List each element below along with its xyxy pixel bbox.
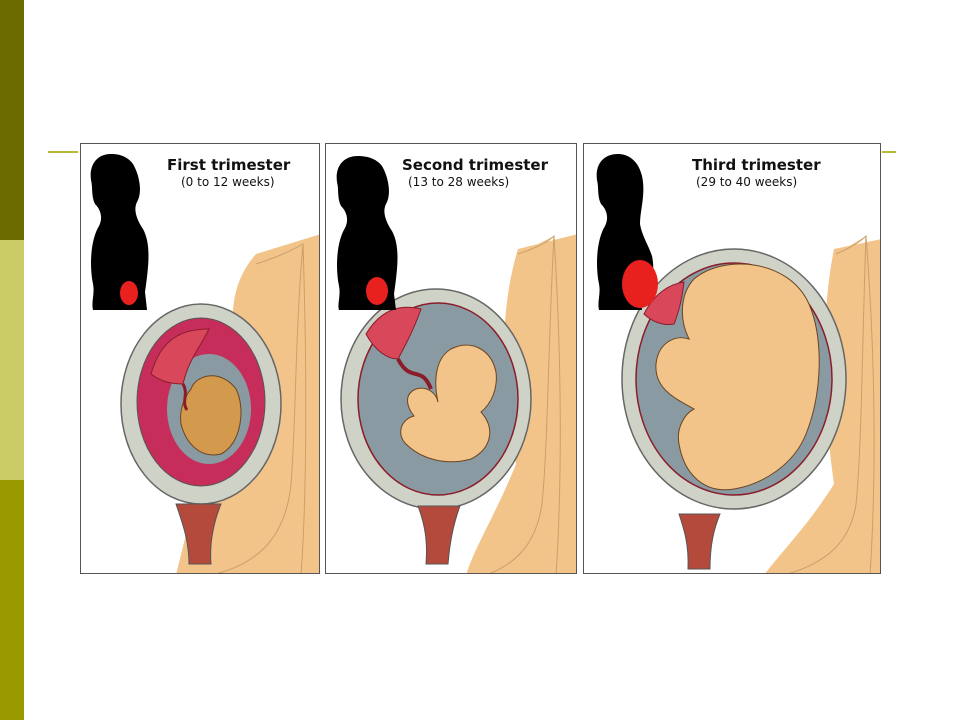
umbilical-cord [396, 358, 433, 390]
mother-silhouette [336, 156, 398, 310]
spine [489, 234, 561, 573]
cervix [175, 503, 222, 565]
fetus [655, 263, 820, 491]
panel-subtitle: (0 to 12 weeks) [181, 175, 275, 189]
panel-title: Third trimester [692, 156, 821, 174]
mother-silhouette [90, 154, 149, 310]
third-trimester-illustration [596, 154, 880, 573]
cervix [417, 505, 461, 565]
uterus-highlight [366, 277, 388, 305]
panel-title: Second trimester [402, 156, 548, 174]
umbilical-cord [181, 383, 189, 411]
panel-subtitle: (29 to 40 weeks) [696, 175, 798, 189]
title-rule-left [48, 151, 78, 153]
panel-second-trimester: Second trimester (13 to 28 weeks) [325, 143, 577, 574]
spine [788, 234, 875, 573]
side-bar-dark [0, 0, 24, 240]
spine [216, 243, 307, 573]
side-bar-light [0, 240, 24, 480]
placenta [365, 306, 422, 360]
side-bar-mid [0, 480, 24, 720]
panel-subtitle: (13 to 28 weeks) [408, 175, 510, 189]
fetus [400, 344, 497, 463]
panel-title: First trimester [167, 156, 291, 174]
panel-third-trimester: Third trimester (29 to 40 weeks) [583, 143, 881, 574]
second-trimester-illustration [336, 156, 576, 573]
embryo [180, 375, 242, 456]
mother-body [765, 239, 880, 573]
title-rule-right [882, 151, 896, 153]
placenta [643, 281, 685, 325]
uterus-highlight [622, 260, 658, 308]
placenta [150, 328, 210, 385]
first-trimester-illustration [90, 154, 319, 573]
panel-first-trimester: First trimester (0 to 12 weeks) [80, 143, 320, 574]
uterus-highlight [120, 281, 138, 305]
cervix [678, 513, 721, 570]
